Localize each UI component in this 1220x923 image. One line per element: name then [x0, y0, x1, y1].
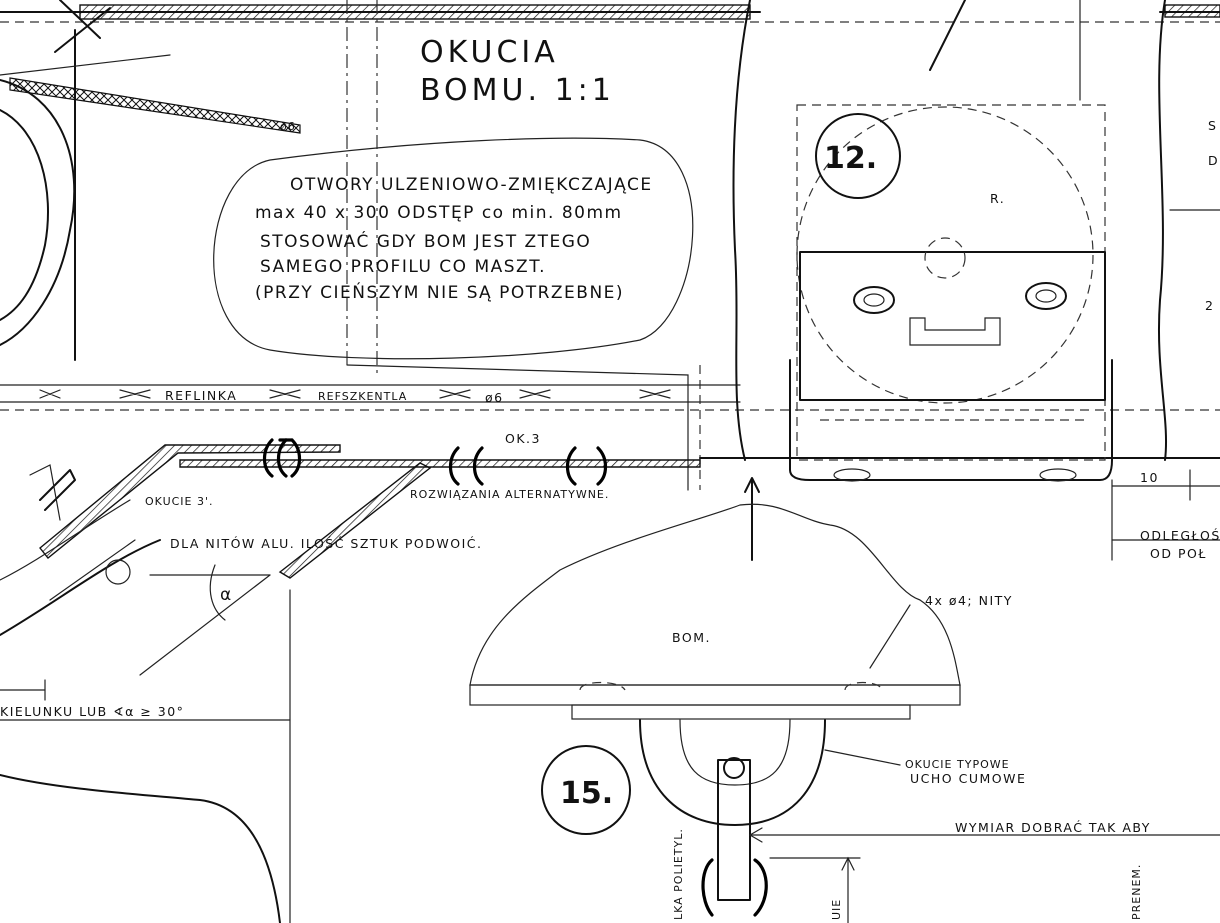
boom-label: BOM.: [672, 630, 711, 645]
poliethyl-label: LKA POLIETYL.: [672, 828, 685, 920]
ok3-label: OK.3: [505, 431, 541, 446]
mast-right-wall: [732, 0, 751, 461]
side-d: D: [1208, 153, 1219, 168]
callout-line-1: OTWORY ULZENIOWO-ZMIĘKCZAJĄCE: [290, 175, 653, 195]
title-line-2: BOMU. 1:1: [420, 73, 615, 108]
detail-15-label: 15.: [560, 776, 613, 811]
dim-10-label: 10: [1140, 470, 1159, 485]
plate-fitting: [0, 444, 701, 636]
distance-note-2: OD POŁ: [1150, 546, 1207, 561]
callout-line-4: SAMEGO PROFILU CO MASZT.: [260, 257, 546, 277]
distance-note-1: ODLEGŁOŚ: [1140, 528, 1220, 543]
alternatives-label: ROZWIĄZANIA ALTERNATYWNE.: [410, 488, 609, 501]
detail-12-label: 12.: [824, 141, 877, 176]
reef-lines: [0, 384, 1220, 411]
side-2: 2: [1205, 298, 1214, 313]
phi6-label: ø6: [485, 390, 504, 405]
alpha-label: α: [220, 585, 233, 605]
rivet-set: [262, 438, 608, 486]
alu-rivets-note: DLA NITÓW ALU. ILOŚĆ SZTUK PODWOIĆ.: [170, 536, 482, 551]
angle-construction: [0, 564, 291, 923]
r-label: R.: [990, 191, 1005, 206]
mast-top-edge: [0, 0, 1220, 53]
bottom-left-outline: [0, 774, 281, 923]
callout-line-3: STOSOWAĆ GDY BOM JEST ZTEGO: [260, 230, 591, 252]
rivets-label: 4x ø4; NITY: [925, 593, 1013, 608]
fitting-label-2: UCHO CUMOWE: [910, 771, 1026, 786]
detail-15: [469, 503, 1220, 923]
slot-outline: [346, 364, 689, 491]
title-line-1: OKUCIA: [420, 35, 559, 70]
boom-cross-section: [0, 29, 301, 361]
vert-left-label: UIE: [830, 899, 843, 920]
side-s: S: [1208, 118, 1217, 133]
callout-line-5: (PRZY CIEŃSZYM NIE SĄ POTRZEBNE): [255, 281, 624, 303]
refszkentla-label: REFSZKENTLA: [318, 390, 407, 403]
dimension-note: WYMIAR DOBRAĆ TAK ABY: [955, 820, 1151, 835]
callout-line-2: max 40 x 300 ODSTĘP co min. 80mm: [255, 203, 623, 223]
arrow-top: [929, 0, 966, 71]
detail-12: [789, 104, 1113, 482]
phi6-top-label: ø6: [280, 120, 296, 133]
dimension-10: [1111, 469, 1220, 561]
mast-far-wall: [1157, 0, 1168, 461]
reflinka-label: REFLINKA: [165, 388, 237, 403]
fitting-label-1: OKUCIE TYPOWE: [905, 758, 1010, 771]
okucie3-label: OKUCIE 3'.: [145, 495, 214, 508]
callout-balloon: [213, 137, 694, 360]
angle-note: KIELUNKU LUB ∢α ≥ 30°: [0, 704, 184, 719]
prenem-label: PRENEM.: [1130, 864, 1143, 920]
